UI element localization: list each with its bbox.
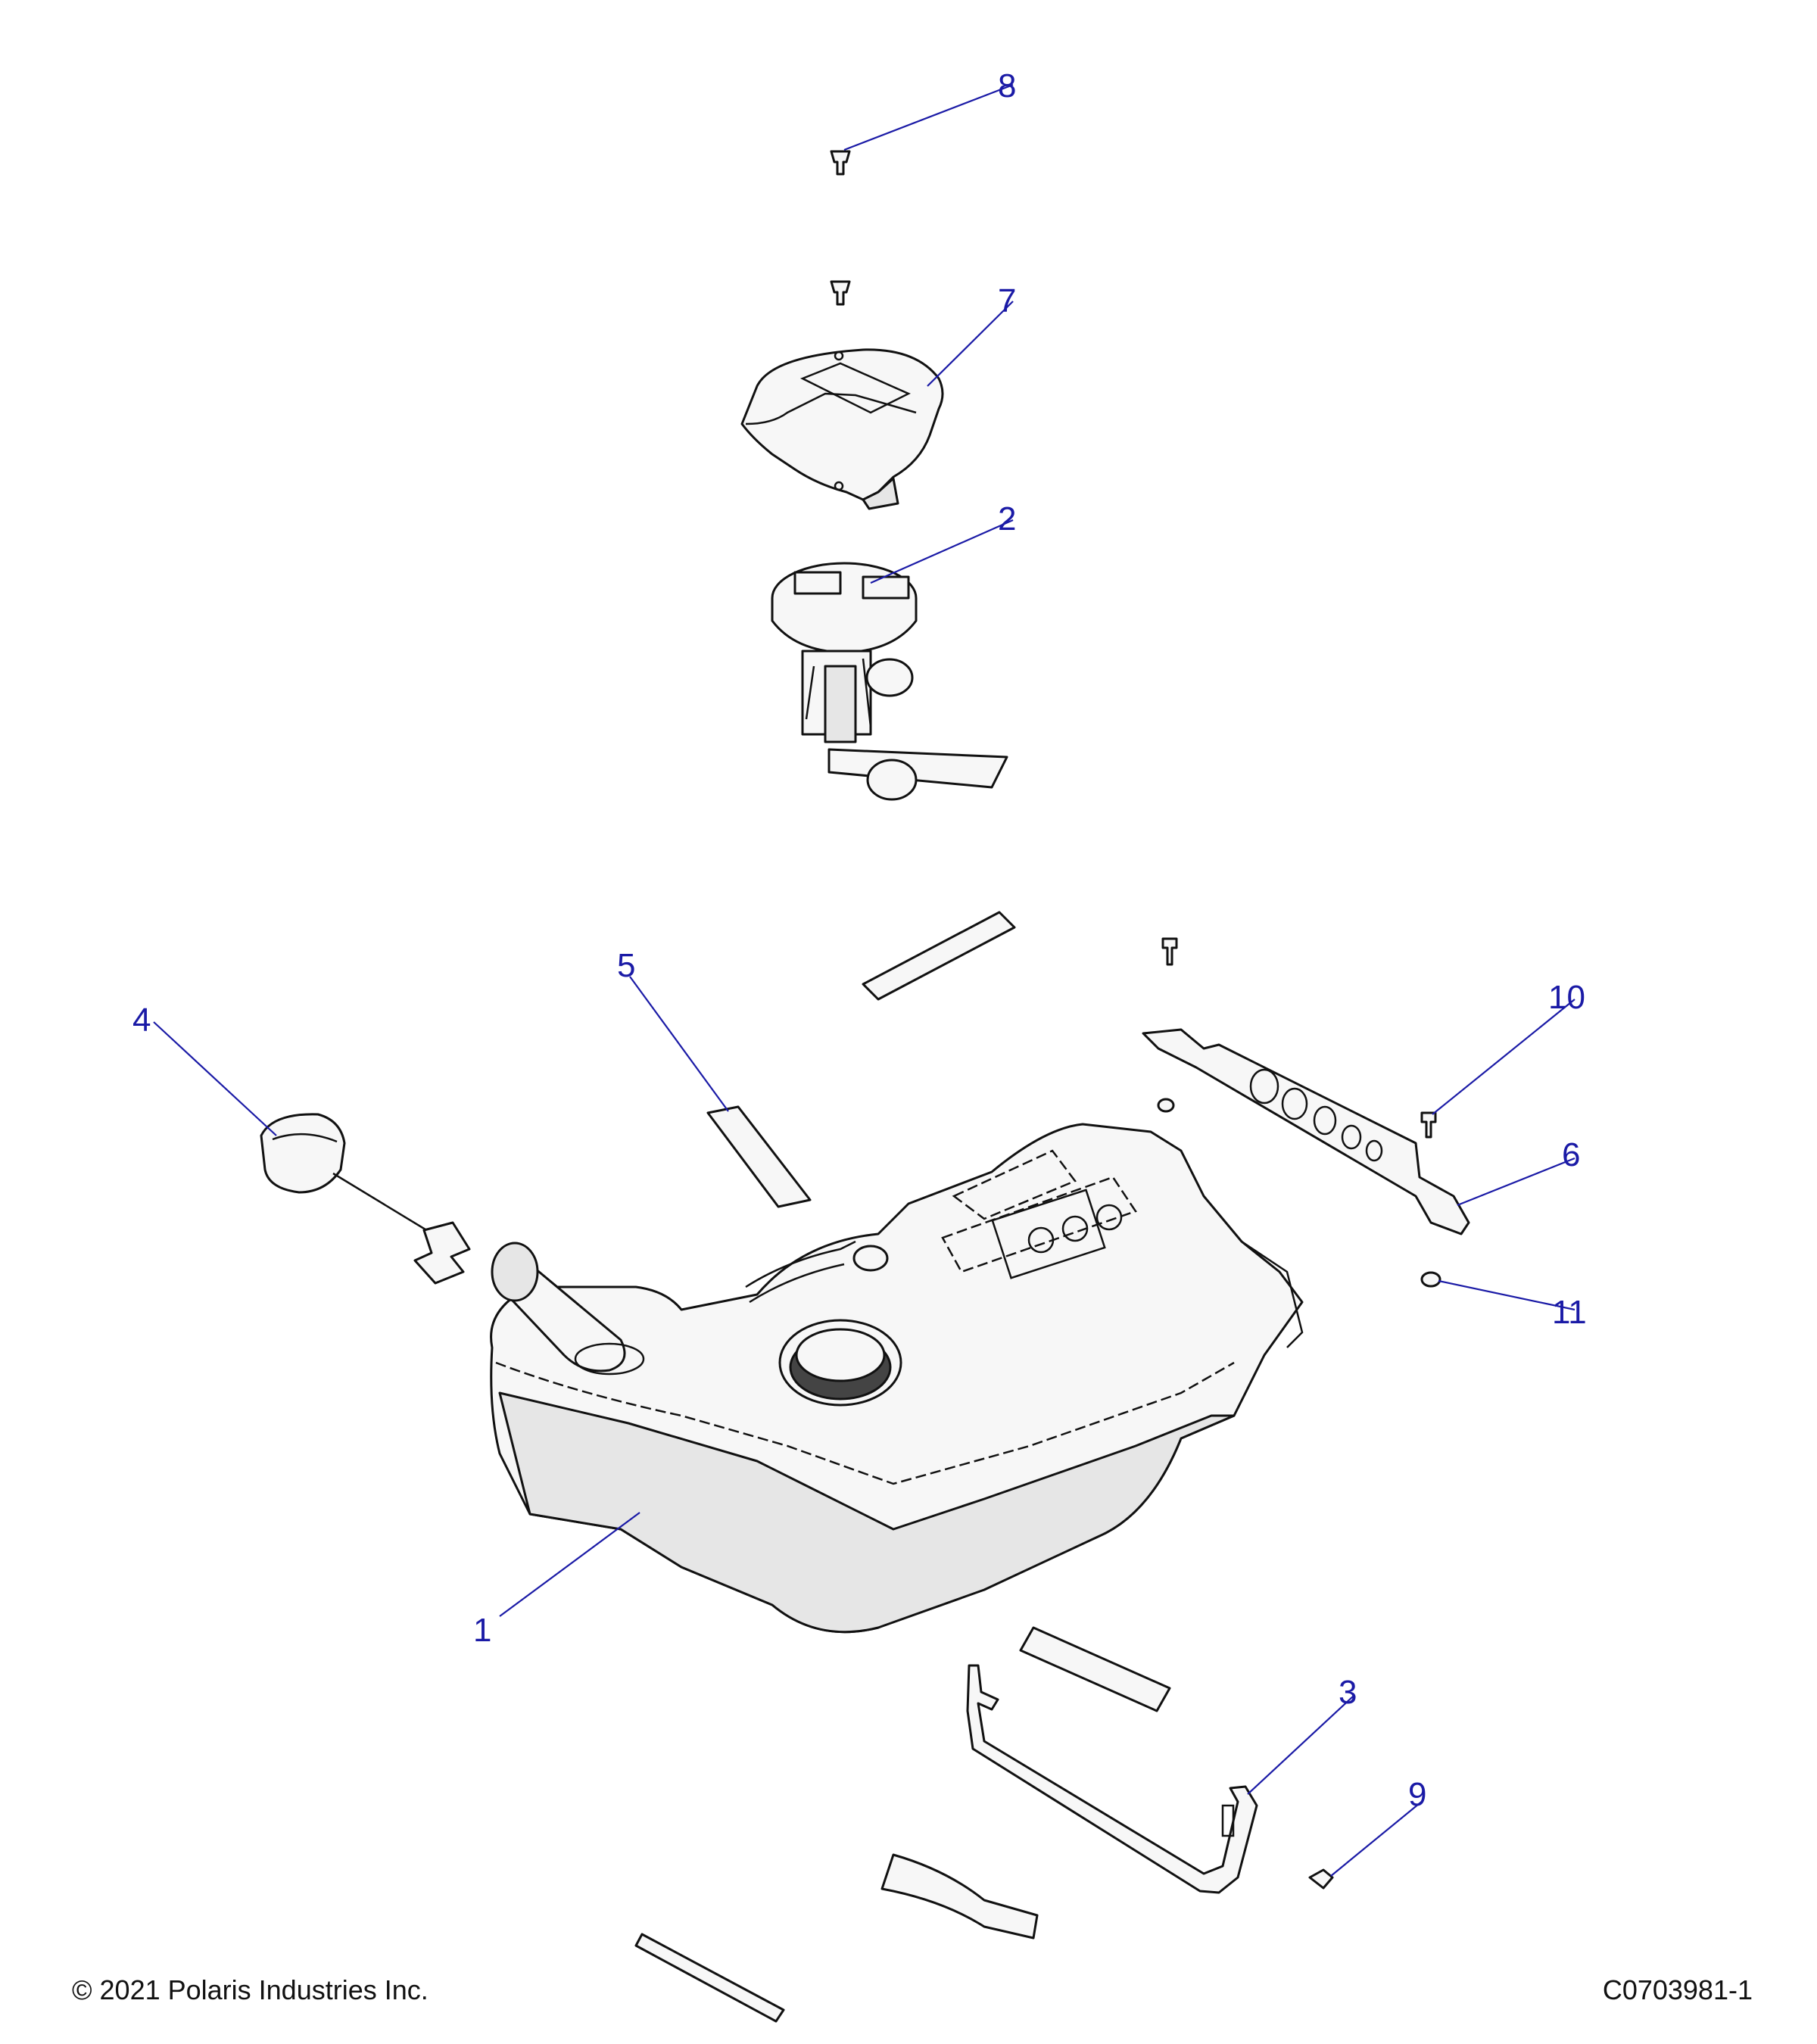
callout-6: 6 — [1562, 1136, 1580, 1173]
screw-upper-cover — [830, 280, 851, 306]
bolt-part-9 — [1308, 1868, 1334, 1890]
nut-upper-right — [1157, 1098, 1175, 1113]
callout-7: 7 — [998, 282, 1016, 319]
nut-part-11 — [1420, 1271, 1441, 1288]
pad-bottom-strip — [634, 1933, 785, 2023]
pump-cover-part-7 — [740, 348, 944, 510]
fuel-cap-part-4 — [260, 1113, 471, 1285]
callout-11: 11 — [1552, 1294, 1587, 1331]
pad-lower — [1019, 1626, 1171, 1712]
leader-lines — [153, 83, 1575, 1877]
callout-4: 4 — [132, 1002, 151, 1039]
fuel-pump-part-2 — [771, 562, 1008, 801]
callout-10: 10 — [1548, 979, 1585, 1016]
callout-9: 9 — [1408, 1776, 1426, 1813]
screw-part-8 — [830, 150, 851, 176]
fuel-tank-part-1 — [490, 1123, 1304, 1634]
bolt-part-10 — [1420, 1111, 1437, 1139]
callout-5: 5 — [617, 947, 635, 984]
bolt-upper-right — [1161, 937, 1178, 966]
callout-1: 1 — [473, 1612, 491, 1649]
pad-part-5 — [706, 1105, 812, 1208]
callout-2: 2 — [998, 500, 1016, 537]
bracket-part-6 — [1142, 1028, 1470, 1235]
pad-upper — [862, 911, 1016, 1001]
copyright-text: © 2021 Polaris Industries Inc. — [72, 1974, 429, 2005]
pad-bottom-curved — [880, 1853, 1039, 1940]
callout-8: 8 — [998, 67, 1016, 104]
strap-part-3 — [966, 1664, 1258, 1894]
drawing-number: C0703981-1 — [1602, 1974, 1753, 2005]
callout-3: 3 — [1339, 1674, 1357, 1711]
